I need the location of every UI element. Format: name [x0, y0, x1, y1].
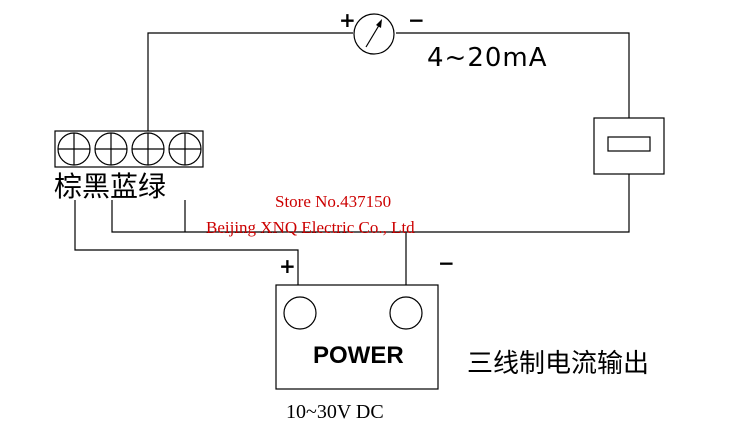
ammeter-plus-label: +	[339, 8, 356, 32]
power-terminal-left	[283, 296, 317, 330]
terminal-screw-black	[94, 132, 128, 166]
power-voltage-label: 10~30V DC	[286, 401, 384, 423]
sensor-load-slot	[607, 136, 651, 152]
wiring	[74, 32, 630, 285]
ammeter-needle-tip	[376, 19, 382, 28]
power-minus-label: −	[438, 251, 455, 275]
wire-meter-minus	[396, 32, 630, 118]
store-company: Beijing XNQ Electric Co., Ltd	[206, 218, 415, 237]
power-supply: POWER + − 10~30V DC	[275, 251, 455, 423]
terminal-block: 棕黑蓝绿	[54, 130, 204, 203]
terminal-screw-green	[168, 132, 202, 166]
ammeter-minus-label: −	[408, 8, 425, 32]
wire-meter-plus	[147, 32, 353, 134]
power-label: POWER	[313, 342, 404, 369]
sensor-load	[593, 117, 665, 175]
terminal-screw-brown	[57, 132, 91, 166]
terminal-color-labels: 棕黑蓝绿	[54, 170, 166, 203]
power-plus-label: +	[279, 254, 296, 278]
wire-sensor-return	[111, 174, 630, 233]
diagram-caption: 三线制电流输出	[467, 349, 649, 379]
store-watermark: Store No.437150 Beijing XNQ Electric Co.…	[206, 192, 415, 237]
ammeter: + − 4~20mA	[339, 8, 548, 73]
terminal-screw-blue	[131, 132, 165, 166]
power-terminal-right	[389, 296, 423, 330]
current-range-label: 4~20mA	[427, 43, 548, 73]
store-number: Store No.437150	[275, 192, 391, 211]
wire-power-plus	[74, 200, 299, 285]
